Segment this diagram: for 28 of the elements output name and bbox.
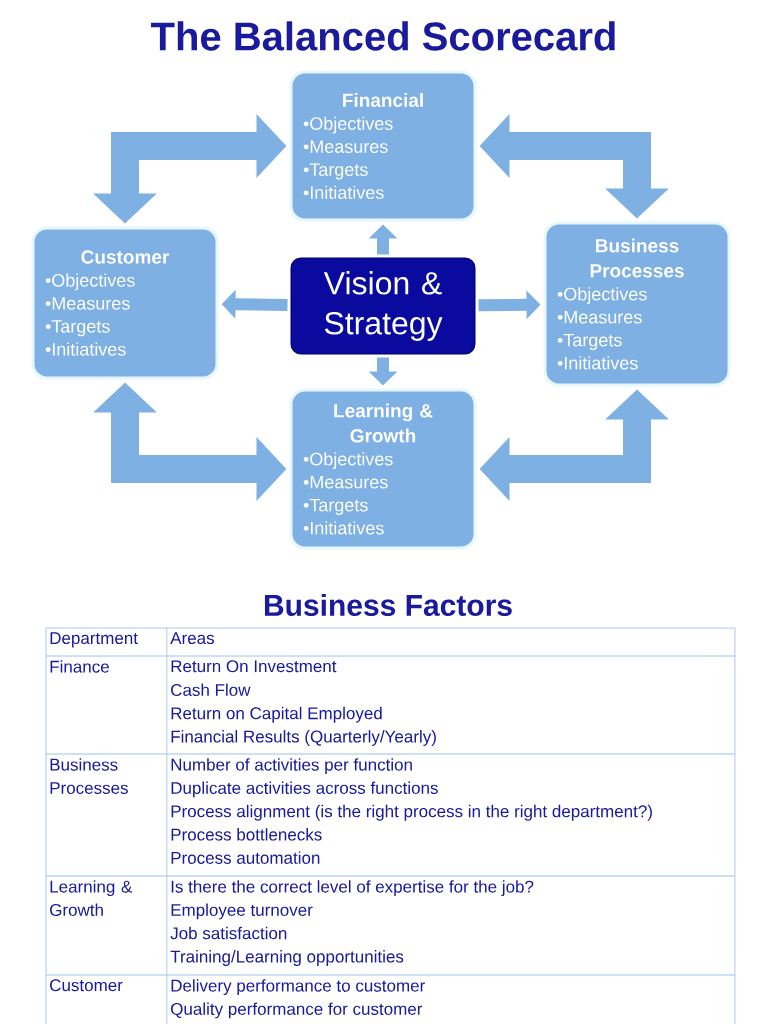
perspective-box: Financial •Objectives •Measures •Targets •Initiatives xyxy=(289,70,477,222)
cell-text: Process alignment (is the right process in the right department?) xyxy=(171,804,652,821)
cell-text: Process bottlenecks xyxy=(171,828,322,841)
cell-text: Finance xyxy=(50,660,109,673)
cell-text: Delivery performance to customer xyxy=(171,979,425,996)
cell-text: Process automation xyxy=(171,851,320,864)
cell-text: Customer xyxy=(50,979,123,992)
title: The Balanced Scorecard xyxy=(151,21,615,51)
heading: Business Factors xyxy=(264,594,512,617)
perspective-box: Customer •Objectives •Measures •Targets •Initiatives xyxy=(31,226,219,380)
cell-text: Business Processes xyxy=(50,758,128,794)
perspective-box: Learning & Growth •Objectives •Measures •Targets •Initiatives xyxy=(289,388,477,550)
cell-text: Return On Investment xyxy=(171,660,337,673)
cell-text: Quality performance for customer xyxy=(171,1002,423,1019)
cell-text: Areas xyxy=(170,632,214,645)
cell-text: Department xyxy=(50,632,138,648)
perspective-box: Business Processes •Objectives •Measures •Targets •Initiatives xyxy=(543,221,731,387)
cell-text: Number of activities per function xyxy=(171,758,412,775)
strategy-box: Vision & Strategy xyxy=(290,257,476,355)
cell-text: Cash Flow xyxy=(171,683,251,696)
cell-text: Training/Learning opportunities xyxy=(170,950,404,966)
cell-text: Duplicate activities across functions xyxy=(171,781,438,798)
cell-text: Is there the correct level of expertise for the job? xyxy=(171,880,534,897)
cell-text: Learning & Growth xyxy=(50,880,133,916)
cell-text: Financial Results (Quarterly/Yearly) xyxy=(171,730,436,746)
cell-text: Return on Capital Employed xyxy=(171,706,382,723)
cell-text: Job satisfaction xyxy=(170,926,287,940)
cell-text: Employee turnover xyxy=(171,903,313,920)
